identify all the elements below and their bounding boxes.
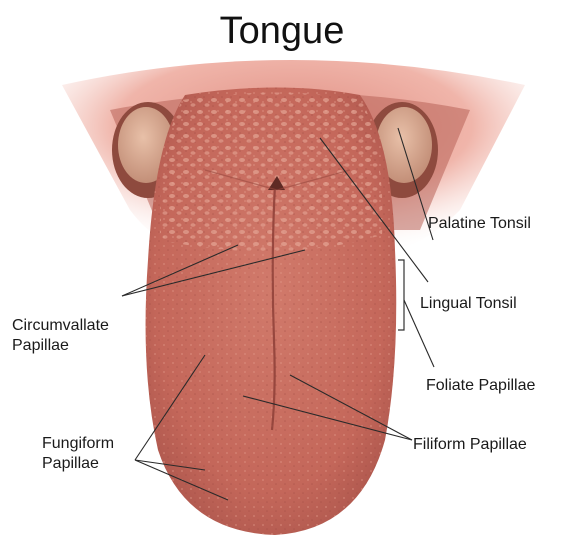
label-lingual-tonsil: Lingual Tonsil [420, 295, 517, 312]
label-palatine-tonsil: Palatine Tonsil [428, 215, 531, 232]
tongue-body [146, 88, 397, 536]
label-filiform-papillae: Filiform Papillae [413, 436, 527, 453]
label-fungiform-line2: Papillae [42, 455, 99, 472]
label-foliate-papillae: Foliate Papillae [426, 377, 536, 394]
label-circumvallate-line1: Circumvallate [12, 317, 109, 334]
label-fungiform-line1: Fungiform [42, 435, 114, 452]
diagram-title: Tongue [220, 10, 345, 52]
lingual-tonsil-bracket [398, 260, 404, 330]
label-circumvallate-line2: Papillae [12, 337, 69, 354]
